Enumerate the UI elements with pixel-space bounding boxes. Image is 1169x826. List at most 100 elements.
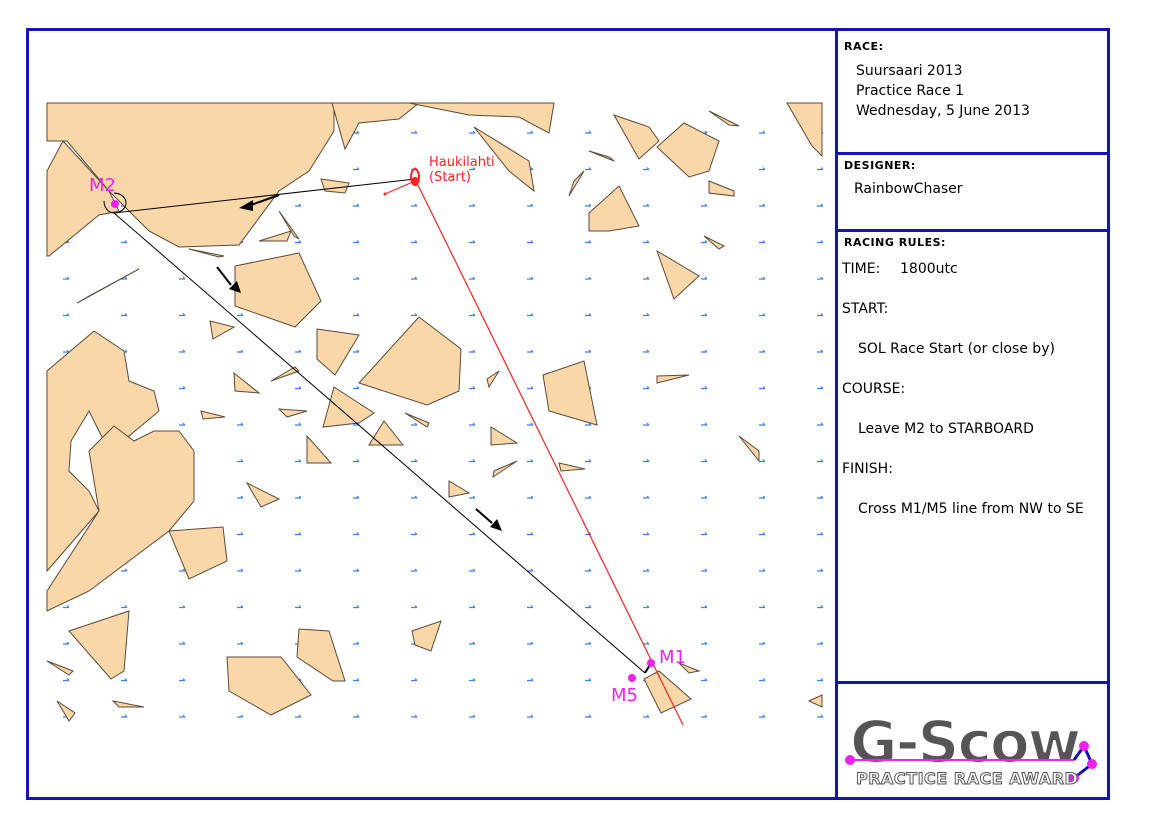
wind-arrow-icon [353, 532, 360, 536]
wind-arrow-icon [469, 605, 476, 609]
island [296, 628, 346, 682]
wind-arrow-icon [759, 167, 766, 171]
wind-arrow-icon [527, 605, 534, 609]
mark-dot-icon [111, 200, 119, 208]
wind-arrow-icon [701, 349, 708, 353]
wind-arrow-icon [817, 203, 824, 207]
wind-arrow-icon [643, 313, 650, 317]
race-line-event: Suursaari 2013 [856, 63, 963, 79]
wind-arrow-icon [759, 714, 766, 718]
wind-arrow-icon [237, 495, 244, 499]
island [708, 180, 735, 197]
wind-arrow-icon [527, 313, 534, 317]
island [277, 408, 308, 418]
wind-arrow-icon [585, 349, 592, 353]
wind-arrow-icon [295, 386, 302, 390]
wind-arrow-icon [237, 605, 244, 609]
logo-panel: G-Scow PRACTICE RACE AWARD [838, 681, 1107, 797]
wind-arrow-icon [121, 313, 128, 317]
race-map[interactable]: Haukilahti (Start) M2 M1 M5 [29, 31, 838, 797]
island [558, 462, 586, 472]
wind-arrow-icon [353, 641, 360, 645]
start-marker[interactable]: Haukilahti (Start) [383, 155, 495, 196]
wind-arrow-icon [759, 568, 766, 572]
wind-arrow-icon [759, 349, 766, 353]
island [188, 248, 225, 258]
wind-arrow-icon [701, 313, 708, 317]
island [411, 620, 442, 652]
wind-arrow-icon [411, 276, 418, 280]
wind-arrow-icon [411, 532, 418, 536]
wind-arrow-icon [527, 240, 534, 244]
wind-arrow-icon [63, 313, 70, 317]
race-heading: RACE: [844, 40, 884, 53]
wind-arrow-icon [237, 422, 244, 426]
mark-m1[interactable]: M1 [647, 647, 686, 668]
island [703, 235, 726, 250]
island [588, 150, 615, 162]
wind-arrow-icon [469, 459, 476, 463]
wind-arrow-icon [527, 422, 534, 426]
wind-arrow-icon [701, 203, 708, 207]
wind-arrow-icon [759, 641, 766, 645]
islands [46, 102, 823, 722]
island [226, 656, 312, 716]
wind-arrow-icon [295, 459, 302, 463]
wind-arrow-icon [63, 349, 70, 353]
wind-arrow-icon [643, 386, 650, 390]
wind-arrow-icon [121, 605, 128, 609]
designer-name: RainbowChaser [854, 181, 963, 197]
wind-arrow-icon [817, 386, 824, 390]
island [278, 210, 300, 240]
island [486, 370, 500, 389]
wind-arrow-icon [179, 349, 186, 353]
island [168, 526, 228, 580]
racing-rules-panel: RACING RULES: TIME: 1800utc START: SOL R… [838, 229, 1107, 681]
wind-arrow-icon [63, 678, 70, 682]
wind-arrow-icon [585, 240, 592, 244]
wind-arrow-icon [469, 349, 476, 353]
island [643, 670, 692, 714]
wind-arrow-icon [469, 495, 476, 499]
wind-arrow-icon [643, 459, 650, 463]
island [738, 435, 760, 463]
course-leg-start-to-m2 [113, 178, 416, 214]
wind-arrow-icon [701, 276, 708, 280]
wind-arrow-icon [585, 203, 592, 207]
island [258, 230, 292, 242]
wind-arrow-icon [295, 495, 302, 499]
wind-arrow-icon [643, 240, 650, 244]
wind-arrow-icon [643, 605, 650, 609]
wind-arrow-icon [411, 495, 418, 499]
wind-arrow-icon [527, 386, 534, 390]
logo-subtitle: PRACTICE RACE AWARD [856, 769, 1078, 788]
island [46, 140, 120, 257]
wind-arrow-icon [701, 641, 708, 645]
island [678, 662, 701, 674]
wind-arrow-icon [411, 568, 418, 572]
wind-arrow-icon [759, 313, 766, 317]
wind-arrow-icon [179, 276, 186, 280]
wind-arrow-icon [237, 641, 244, 645]
mark-m2[interactable]: M2 [89, 175, 119, 208]
mark-m5[interactable]: M5 [611, 674, 638, 706]
island [656, 122, 720, 178]
wind-arrow-icon [585, 495, 592, 499]
mark-dot-icon [647, 659, 655, 667]
wind-arrow-icon [179, 422, 186, 426]
island [68, 610, 130, 680]
wind-arrow-icon [759, 240, 766, 244]
finish-rule-value: Cross M1/M5 line from NW to SE [858, 501, 1084, 517]
wind-arrow-icon [353, 240, 360, 244]
wind-arrow-icon [63, 605, 70, 609]
wind-arrow-icon [643, 714, 650, 718]
wind-arrow-icon [63, 641, 70, 645]
wind-arrow-icon [585, 459, 592, 463]
wind-arrow-icon [817, 568, 824, 572]
wind-arrow-icon [643, 167, 650, 171]
wind-arrow-icon [817, 678, 824, 682]
island [408, 102, 555, 134]
wind-arrow-icon [179, 386, 186, 390]
wind-arrow-icon [237, 568, 244, 572]
wind-arrow-icon [817, 459, 824, 463]
